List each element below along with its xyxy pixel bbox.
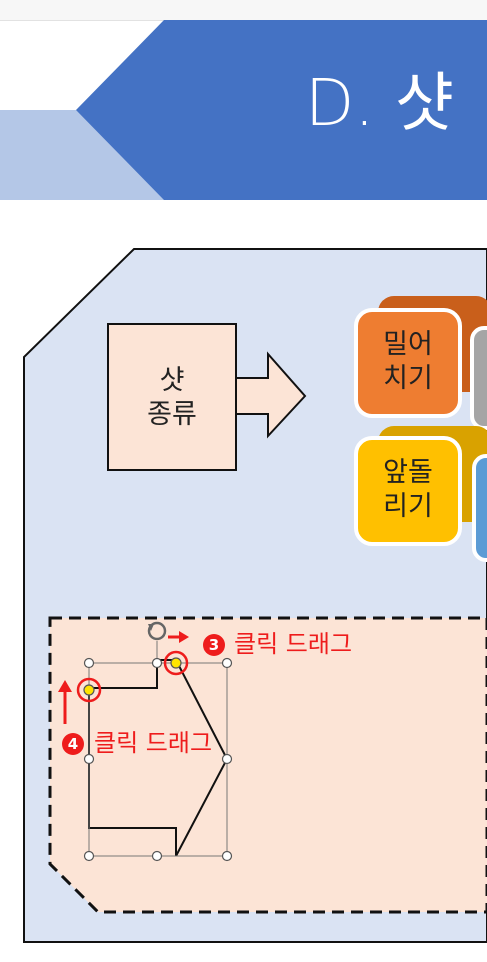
- drag-up-arrow-icon: [58, 680, 72, 724]
- adjust-handle-4-icon[interactable]: [76, 677, 102, 703]
- block-front-shape: [354, 426, 487, 546]
- block-push-shape: [354, 296, 487, 418]
- step-4-instruction: 클릭 드래그: [94, 729, 213, 757]
- shot-kind-box: [107, 323, 237, 471]
- resize-handles[interactable]: [83, 657, 233, 862]
- banner-dark-chevron: [76, 20, 487, 200]
- block-front-label: 앞돌 리기: [383, 457, 433, 522]
- drag-right-arrow-icon: [168, 631, 189, 643]
- right-arrow-shape: [235, 351, 307, 439]
- block-gray-shape: [470, 326, 487, 430]
- step-3-badge: 3: [203, 634, 225, 656]
- rotate-handle-icon[interactable]: [147, 621, 167, 641]
- adjust-handle-3-icon[interactable]: [163, 650, 189, 676]
- work-area: [48, 616, 487, 914]
- step-3-instruction: 클릭 드래그: [234, 630, 353, 658]
- diagram-panel: [23, 248, 487, 943]
- block-blue-shape: [472, 454, 487, 562]
- slide-title: D. 샷: [305, 67, 454, 141]
- shot-kind-label: 샷 종류: [147, 365, 197, 430]
- title-banner: [0, 20, 487, 200]
- block-push-label: 밀어 치기: [383, 329, 433, 394]
- step-4-badge: 4: [62, 733, 84, 755]
- window-top-bar: [0, 0, 487, 21]
